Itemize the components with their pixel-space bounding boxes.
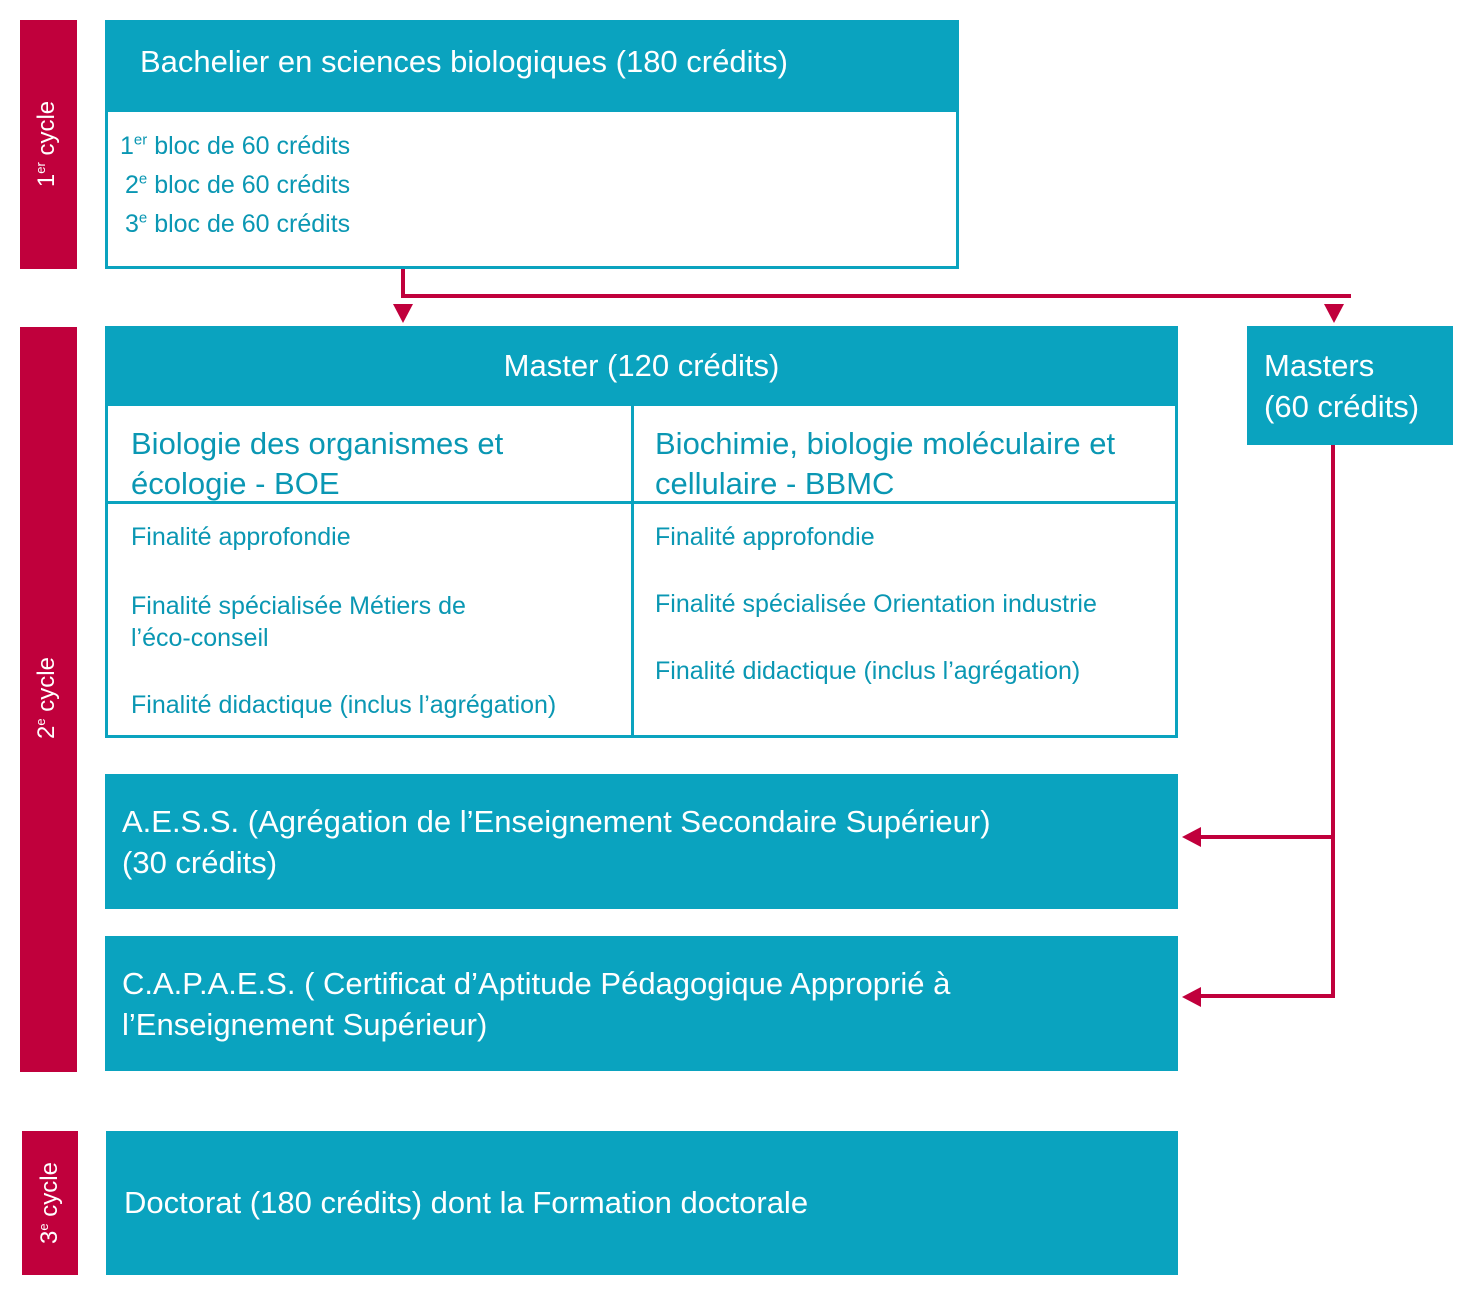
boe-finalite-1: Finalité approfondie bbox=[131, 523, 351, 551]
capaes-line-1: C.A.P.A.E.S. ( Certificat d’Aptitude Péd… bbox=[122, 966, 951, 1001]
cycle-2-label: 2e cycle bbox=[33, 657, 60, 739]
masters60-title: Masters bbox=[1264, 348, 1375, 383]
aess-box: A.E.S.S. (Agrégation de l’Enseignement S… bbox=[105, 774, 1178, 909]
arrow-to-capaes bbox=[1182, 987, 1201, 1007]
bbmc-heading: Biochimie, biologie moléculaire et cellu… bbox=[655, 426, 1116, 501]
bloc-1: 1er bloc de 60 crédits bbox=[120, 131, 351, 160]
arrow-to-aess bbox=[1182, 827, 1201, 847]
arrow-to-masters60 bbox=[1324, 304, 1344, 323]
bachelier-blocs-box: 1er bloc de 60 crédits 2e bloc de 60 cré… bbox=[105, 112, 959, 269]
cycle-1-bar: 1er cycle bbox=[20, 20, 77, 269]
capaes-box: C.A.P.A.E.S. ( Certificat d’Aptitude Péd… bbox=[105, 936, 1178, 1071]
capaes-line-2: l’Enseignement Supérieur) bbox=[122, 1007, 488, 1042]
cycle-1-label: 1er cycle bbox=[33, 100, 60, 188]
bbmc-finalite-2: Finalité spécialisée Orientation industr… bbox=[655, 590, 1097, 618]
arrow-to-master bbox=[393, 304, 413, 323]
masters60-credits: (60 crédits) bbox=[1264, 389, 1420, 424]
aess-line-1: A.E.S.S. (Agrégation de l’Enseignement S… bbox=[122, 804, 991, 839]
cycle-3-label: 3e cycle bbox=[36, 1162, 63, 1244]
master-heading-divider bbox=[108, 501, 1175, 504]
doctorat-box: Doctorat (180 crédits) dont la Formation… bbox=[106, 1131, 1178, 1275]
bbmc-finalite-1: Finalité approfondie bbox=[655, 523, 875, 551]
boe-finalite-3: Finalité didactique (inclus l’agrégation… bbox=[131, 691, 557, 719]
bbmc-finalite-3: Finalité didactique (inclus l’agrégation… bbox=[655, 657, 1081, 685]
boe-heading: Biologie des organismes et écologie - BO… bbox=[131, 426, 504, 501]
doctorat-line: Doctorat (180 crédits) dont la Formation… bbox=[124, 1185, 809, 1220]
masters60-box: Masters (60 crédits) bbox=[1247, 326, 1453, 445]
bloc-2: 2e bloc de 60 crédits bbox=[125, 170, 351, 199]
master-body: Biologie des organismes et écologie - BO… bbox=[105, 406, 1178, 738]
cycle-3-bar: 3e cycle bbox=[22, 1131, 78, 1275]
cycle-2-bar: 2e cycle bbox=[20, 327, 77, 1072]
master-column-divider bbox=[631, 406, 634, 735]
master-title: Master (120 crédits) bbox=[503, 348, 780, 383]
master-header: Master (120 crédits) bbox=[105, 326, 1178, 408]
bachelier-header: Bachelier en sciences biologiques (180 c… bbox=[105, 20, 959, 115]
bachelier-title: Bachelier en sciences biologiques (180 c… bbox=[140, 44, 788, 79]
bloc-3: 3e bloc de 60 crédits bbox=[125, 209, 351, 238]
aess-credits: (30 crédits) bbox=[122, 845, 278, 880]
boe-finalite-2: Finalité spécialisée Métiers de l’éco-co… bbox=[131, 592, 466, 652]
